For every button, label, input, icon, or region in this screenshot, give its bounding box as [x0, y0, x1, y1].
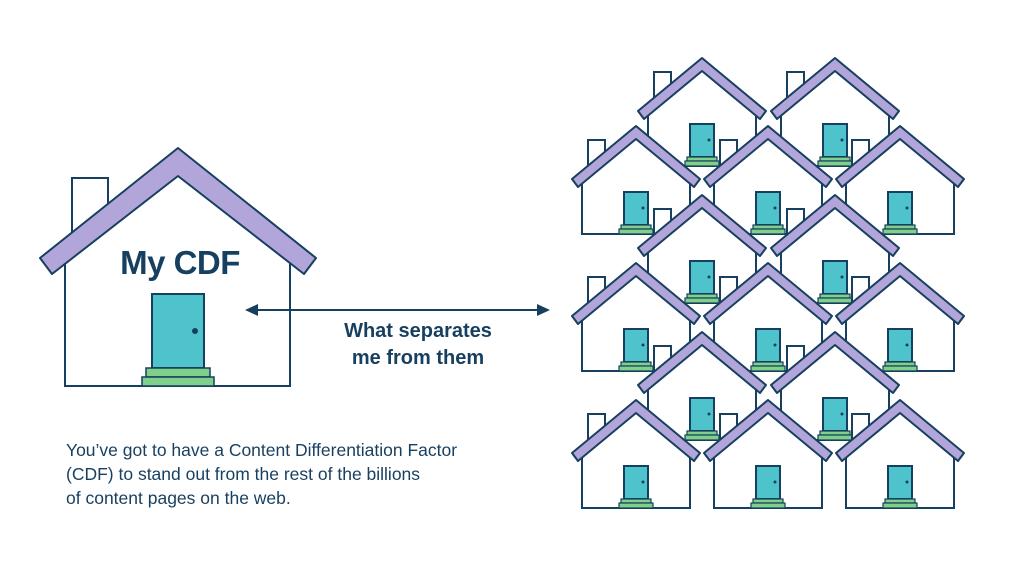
step-lower [684, 160, 720, 167]
step-lower [750, 502, 786, 509]
door-knob [840, 412, 844, 416]
step-lower [817, 297, 853, 304]
door [822, 260, 848, 295]
door-knob [840, 138, 844, 142]
double-arrow-icon [245, 304, 550, 316]
step-upper [686, 293, 718, 299]
step-lower [817, 434, 853, 441]
door-knob [773, 480, 777, 484]
door [822, 123, 848, 158]
door [755, 465, 781, 500]
step-upper [819, 156, 851, 162]
house-roof [770, 194, 900, 257]
small-house-icon [637, 57, 767, 167]
my-cdf-label: My CDF [120, 244, 240, 281]
caption-line-3: of content pages on the web. [66, 488, 291, 508]
step-upper [620, 361, 652, 367]
step-lower [882, 502, 918, 509]
step-upper [884, 224, 916, 230]
step-upper [145, 367, 211, 378]
step-upper [819, 430, 851, 436]
step-upper [884, 498, 916, 504]
house-roof [637, 194, 767, 257]
step-lower [817, 160, 853, 167]
door [887, 191, 913, 226]
small-house-icon [571, 399, 701, 509]
step-lower [684, 434, 720, 441]
house-roof [703, 399, 833, 462]
crowd-of-houses [571, 57, 965, 509]
step-upper [686, 156, 718, 162]
step-upper [686, 430, 718, 436]
door-knob [641, 343, 645, 347]
step-upper [819, 293, 851, 299]
door-knob [905, 480, 909, 484]
door-knob [707, 412, 711, 416]
my-cdf-house-icon [39, 147, 317, 387]
step-lower [618, 365, 654, 372]
door-knob [773, 343, 777, 347]
door-knob [840, 275, 844, 279]
door-knob [192, 328, 198, 334]
house-roof [703, 125, 833, 188]
door-knob [641, 206, 645, 210]
step-upper [620, 224, 652, 230]
step-lower [141, 376, 215, 387]
step-lower [882, 228, 918, 235]
separator-label: What separates me from them [318, 318, 518, 372]
door-knob [905, 206, 909, 210]
step-upper [752, 361, 784, 367]
door-knob [905, 343, 909, 347]
door-knob [707, 138, 711, 142]
step-upper [752, 224, 784, 230]
small-house-icon [835, 262, 965, 372]
house-roof [637, 57, 767, 120]
house-roof [770, 57, 900, 120]
step-lower [750, 228, 786, 235]
house-roof [571, 125, 701, 188]
step-lower [882, 365, 918, 372]
step-lower [618, 502, 654, 509]
separator-line-2: me from them [351, 347, 485, 369]
step-upper [752, 498, 784, 504]
step-upper [620, 498, 652, 504]
house-roof [835, 399, 965, 462]
step-upper [884, 361, 916, 367]
house-roof [571, 399, 701, 462]
door-knob [707, 275, 711, 279]
house-roof [770, 331, 900, 394]
step-lower [750, 365, 786, 372]
caption-line-2: (CDF) to stand out from the rest of the … [66, 464, 421, 484]
small-house-icon [703, 399, 833, 509]
door-knob [641, 480, 645, 484]
door [689, 260, 715, 295]
separator-line-1: What separates [344, 320, 492, 342]
door-knob [773, 206, 777, 210]
step-lower [684, 297, 720, 304]
caption-line-1: You’ve got to have a Content Differentia… [66, 440, 458, 460]
small-house-icon [770, 194, 900, 304]
small-house-icon [835, 399, 965, 509]
house-roof [835, 262, 965, 325]
caption-text: You’ve got to have a Content Differentia… [66, 438, 546, 510]
step-lower [618, 228, 654, 235]
house-roof [637, 331, 767, 394]
house-roof [835, 125, 965, 188]
house-roof [571, 262, 701, 325]
house-roof [39, 147, 317, 275]
house-roof [703, 262, 833, 325]
